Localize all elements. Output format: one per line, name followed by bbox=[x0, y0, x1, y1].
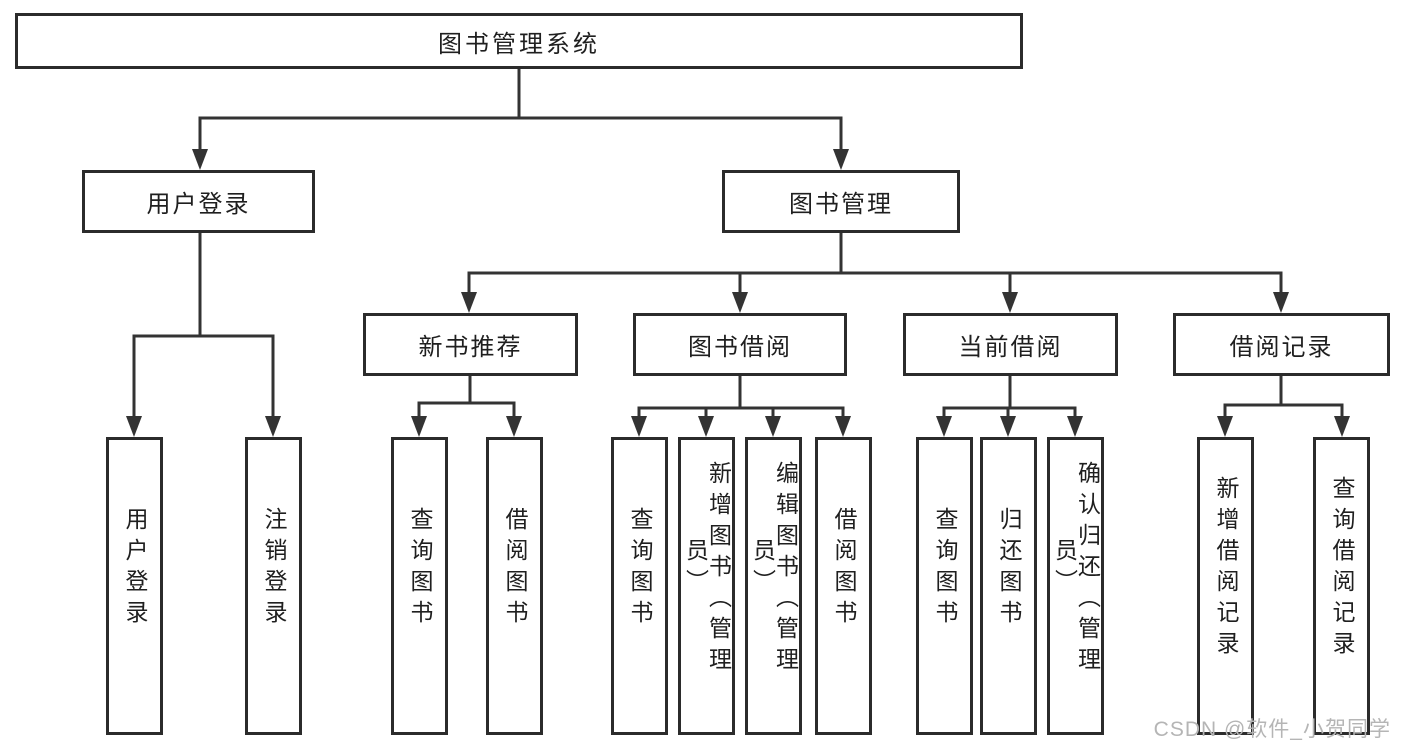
arrowhead-icon bbox=[461, 292, 477, 313]
arrowhead-icon bbox=[1217, 416, 1233, 437]
arrowhead-icon bbox=[833, 149, 849, 170]
leaf-label: 归还图书 bbox=[996, 507, 1022, 631]
arrowhead-icon bbox=[765, 416, 781, 437]
arrowhead-icon bbox=[506, 416, 522, 437]
node-book-management: 图书管理 bbox=[722, 170, 960, 233]
borrow-split-line bbox=[637, 374, 845, 418]
node-book-borrow: 图书借阅 bbox=[633, 313, 847, 376]
leaf-label: 注销登录 bbox=[261, 507, 287, 631]
leaf-return-book: 归还图书 bbox=[980, 437, 1037, 735]
records-split-line bbox=[1223, 374, 1344, 418]
leaf-borrow-book-recommend: 借阅图书 bbox=[486, 437, 543, 735]
leaf-label: 查询图书 bbox=[407, 507, 433, 631]
arrowhead-icon bbox=[835, 416, 851, 437]
arrowhead-icon bbox=[732, 292, 748, 313]
node-current-borrow: 当前借阅 bbox=[903, 313, 1118, 376]
arrowhead-icon bbox=[631, 416, 647, 437]
leaf-label: 查询借阅记录 bbox=[1329, 476, 1355, 662]
csdn-watermark: CSDN @软件_小贺同学 bbox=[1153, 718, 1391, 741]
connector-arrowheads bbox=[126, 149, 1350, 437]
node-root: 图书管理系统 bbox=[15, 13, 1023, 69]
arrowhead-icon bbox=[126, 416, 142, 437]
leaf-add-book-admin: 新增图书（管理员） bbox=[678, 437, 735, 735]
leaf-label: 查询图书 bbox=[627, 507, 653, 631]
management-split-line bbox=[467, 231, 1283, 294]
leaf-logout: 注销登录 bbox=[245, 437, 302, 735]
leaf-add-borrow-record: 新增借阅记录 bbox=[1197, 437, 1254, 735]
arrowhead-icon bbox=[1002, 292, 1018, 313]
node-borrow-records: 借阅记录 bbox=[1173, 313, 1390, 376]
leaf-label: 新增借阅记录 bbox=[1213, 476, 1239, 662]
leaf-label: 查询图书 bbox=[932, 507, 958, 631]
current-split-line bbox=[942, 374, 1077, 418]
leaf-edit-book-admin: 编辑图书（管理员） bbox=[745, 437, 802, 735]
node-user-login-branch: 用户登录 bbox=[82, 170, 315, 233]
leaf-label: 借阅图书 bbox=[831, 507, 857, 631]
arrowhead-icon bbox=[411, 416, 427, 437]
recommend-split-line bbox=[417, 374, 516, 418]
arrowhead-icon bbox=[936, 416, 952, 437]
leaf-query-borrow-record: 查询借阅记录 bbox=[1313, 437, 1370, 735]
leaf-label: 确认归还（管理员） bbox=[1051, 460, 1101, 678]
arrowhead-icon bbox=[265, 416, 281, 437]
arrowhead-icon bbox=[192, 149, 208, 170]
connector-lines bbox=[132, 67, 1344, 418]
root-split-line bbox=[198, 67, 843, 151]
leaf-label: 用户登录 bbox=[122, 507, 148, 631]
leaf-user-login: 用户登录 bbox=[106, 437, 163, 735]
login-split-line bbox=[132, 231, 275, 418]
leaf-query-book-recommend: 查询图书 bbox=[391, 437, 448, 735]
node-new-book-recommend: 新书推荐 bbox=[363, 313, 578, 376]
leaf-label: 编辑图书（管理员） bbox=[749, 460, 799, 678]
arrowhead-icon bbox=[1000, 416, 1016, 437]
leaf-confirm-return-admin: 确认归还（管理员） bbox=[1047, 437, 1104, 735]
arrowhead-icon bbox=[1067, 416, 1083, 437]
arrowhead-icon bbox=[1273, 292, 1289, 313]
leaf-label: 新增图书（管理员） bbox=[682, 460, 732, 678]
leaf-borrow-book: 借阅图书 bbox=[815, 437, 872, 735]
arrowhead-icon bbox=[698, 416, 714, 437]
leaf-query-book-borrow: 查询图书 bbox=[611, 437, 668, 735]
arrowhead-icon bbox=[1334, 416, 1350, 437]
leaf-label: 借阅图书 bbox=[502, 507, 528, 631]
leaf-query-book-current: 查询图书 bbox=[916, 437, 973, 735]
